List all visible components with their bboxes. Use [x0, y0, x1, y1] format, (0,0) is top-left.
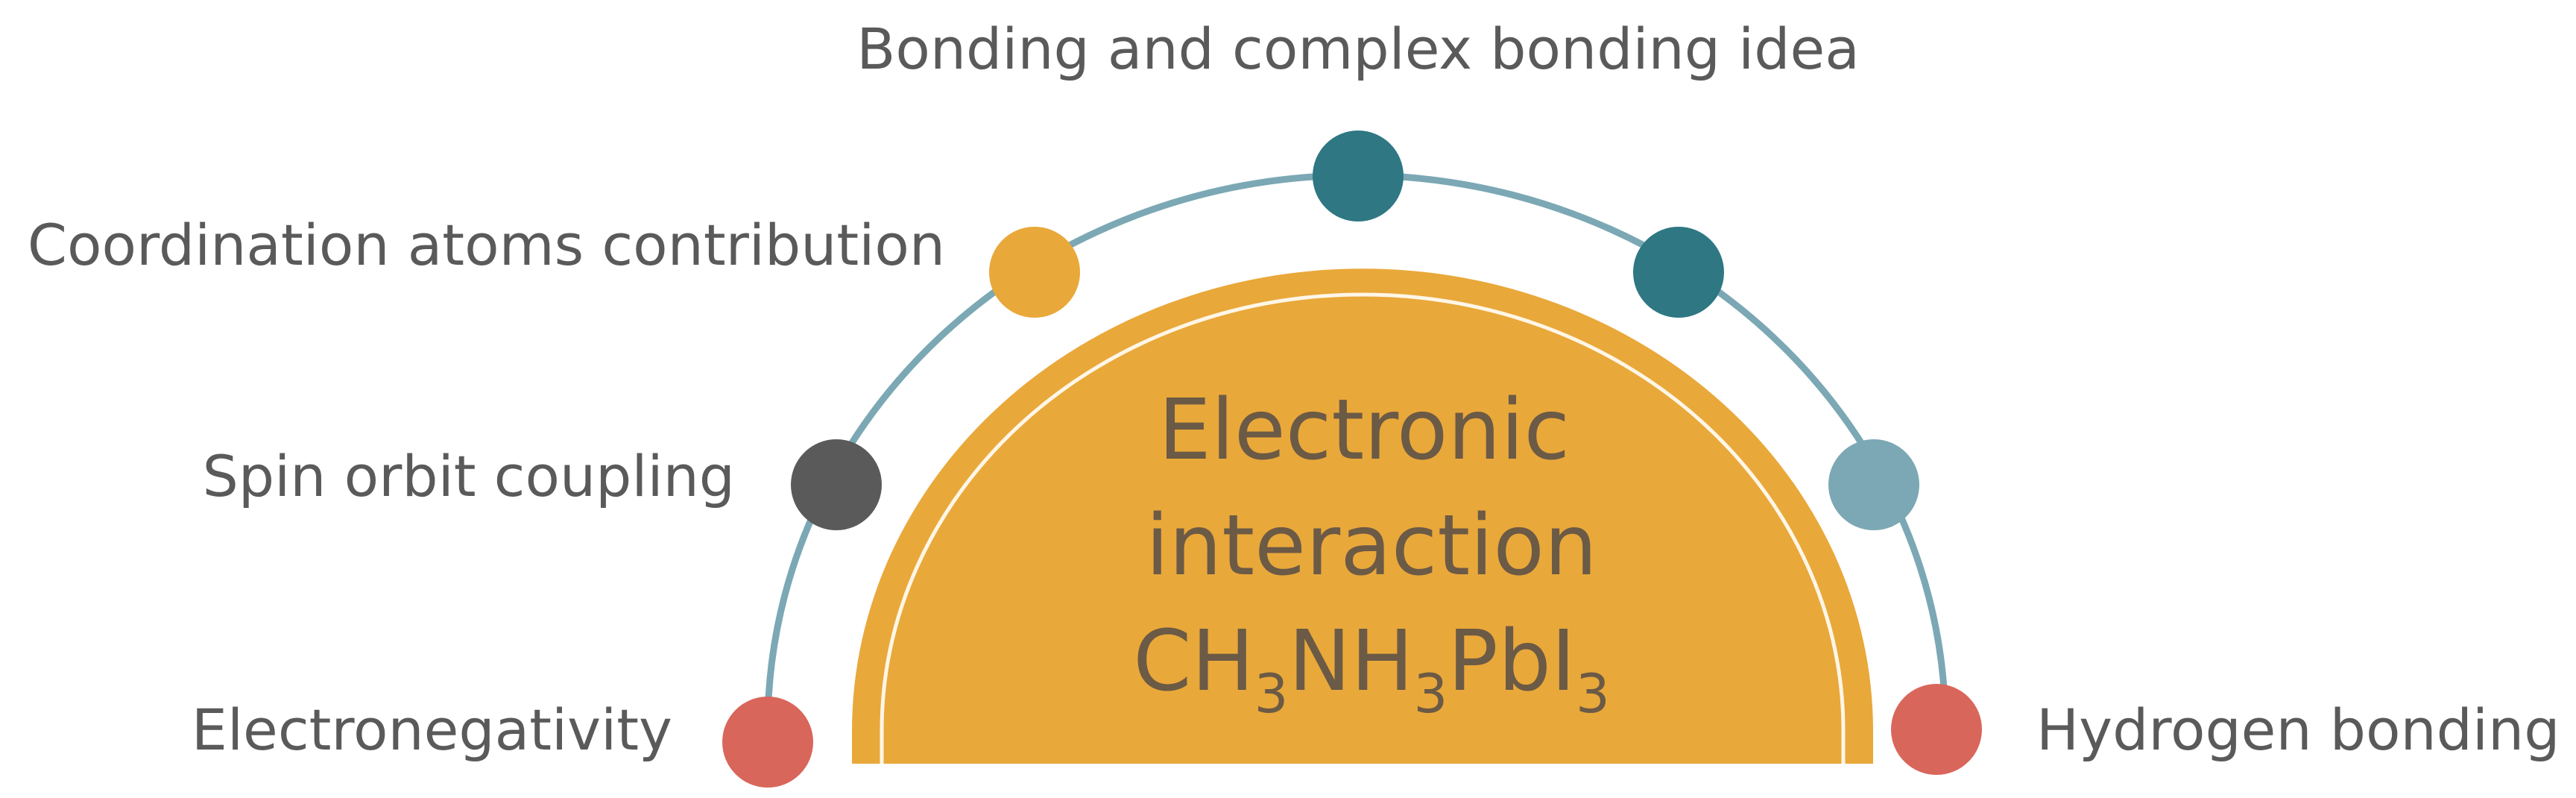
node-coordination: [989, 227, 1080, 318]
label-electronegativity: Electronegativity: [192, 697, 672, 763]
node-electronegativity: [722, 697, 813, 788]
node-light-right: [1828, 439, 1919, 530]
center-title-line1: Electronic: [1158, 382, 1570, 479]
node-spin-orbit: [791, 439, 882, 530]
formula-sub-1: 3: [1254, 662, 1289, 725]
formula-part-pbi: PbI: [1448, 613, 1576, 710]
label-hydrogen: Hydrogen bonding: [2036, 697, 2560, 763]
formula-sub-3: 3: [1576, 662, 1610, 725]
formula-sub-2: 3: [1413, 662, 1448, 725]
node-teal-right: [1633, 227, 1724, 318]
central-dome: [852, 268, 1873, 764]
formula-part-ch: CH: [1133, 613, 1254, 710]
center-formula: CH3NH3PbI3: [1133, 613, 1610, 725]
dome-inner-line: [880, 292, 1846, 764]
label-spin-orbit: Spin orbit coupling: [203, 443, 735, 509]
center-title-line2: interaction: [1146, 497, 1597, 594]
node-bonding: [1313, 131, 1404, 222]
node-hydrogen: [1891, 684, 1982, 775]
label-coordination: Coordination atoms contribution: [28, 212, 945, 278]
label-bonding: Bonding and complex bonding idea: [856, 16, 1860, 82]
formula-part-nh: NH: [1288, 613, 1413, 710]
